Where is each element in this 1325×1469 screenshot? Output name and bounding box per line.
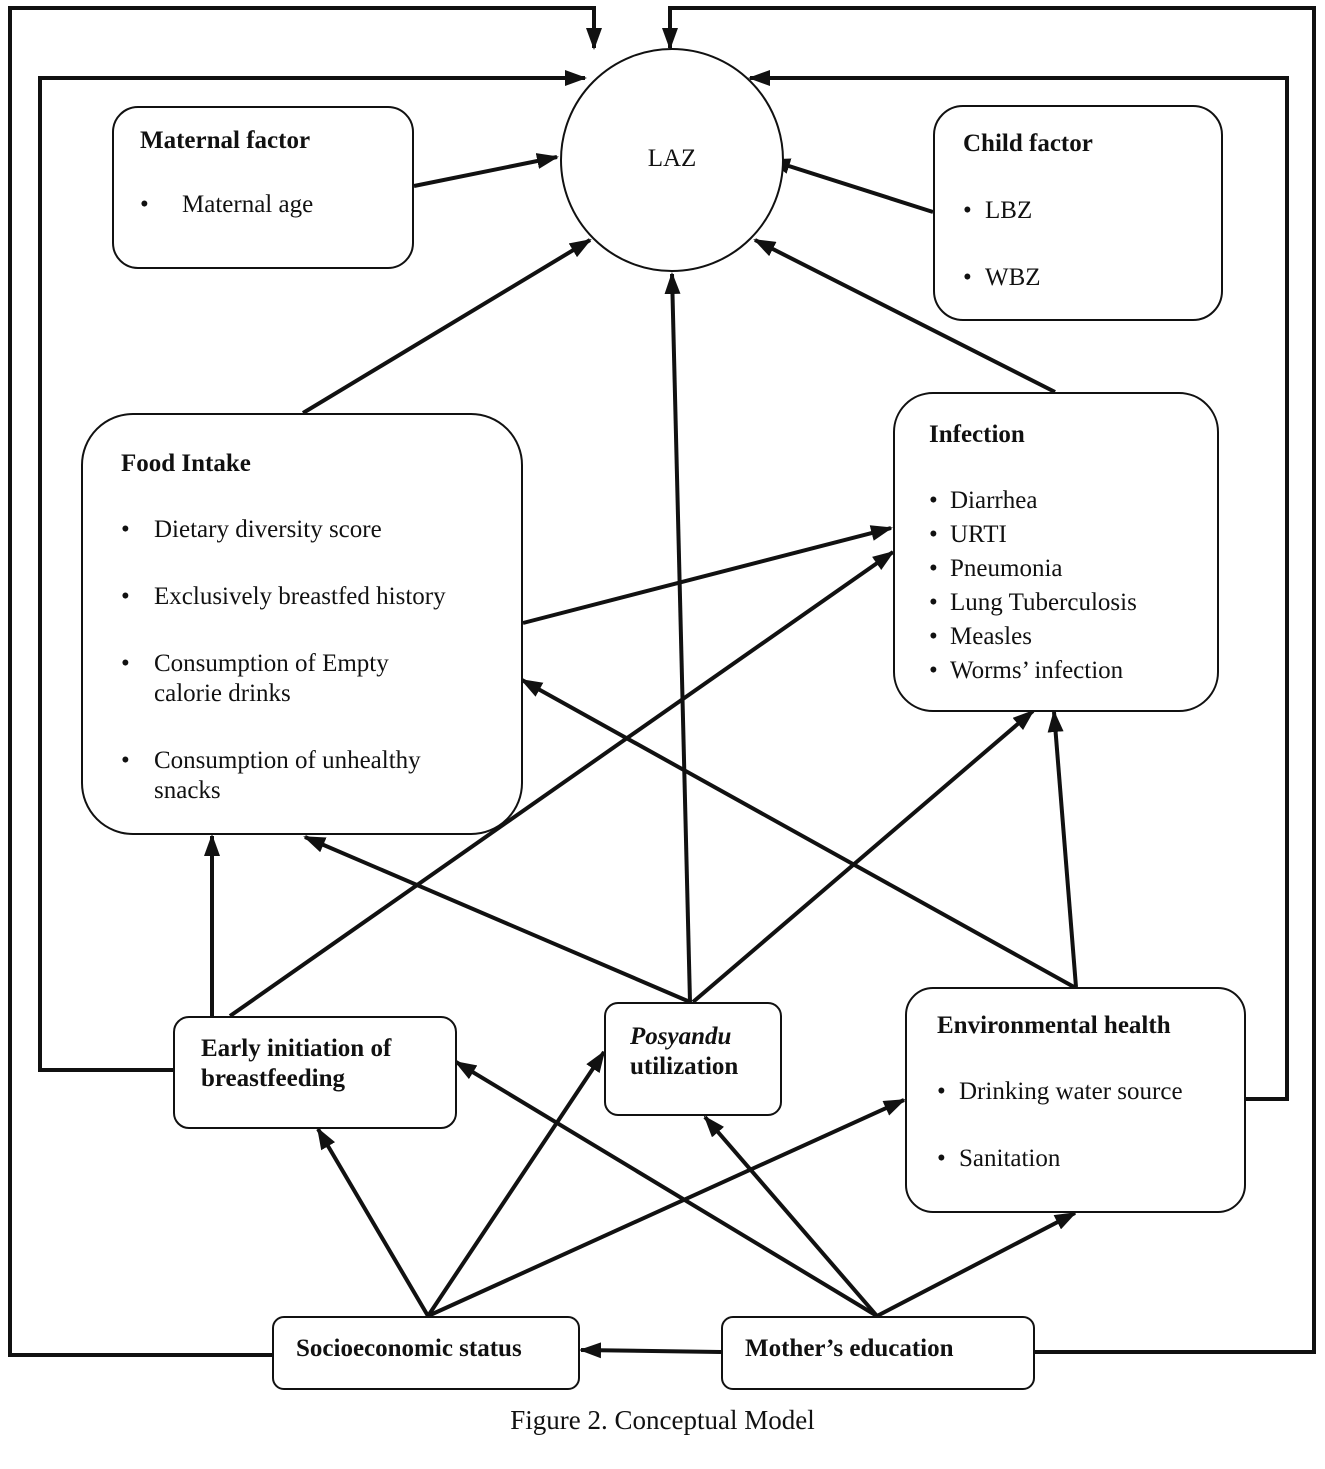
figure-caption: Figure 2. Conceptual Model bbox=[510, 1405, 815, 1435]
infection-item-diarrhea: Diarrhea bbox=[929, 486, 1217, 516]
infection-item-worms: Worms’ infection bbox=[929, 656, 1217, 686]
env-item-drinking-water: Drinking water source bbox=[937, 1077, 1244, 1107]
arrow-early-to-laz bbox=[38, 70, 587, 1072]
infection-item-pneumonia: Pneumonia bbox=[929, 554, 1217, 584]
mothers-education-title: Mother’s education bbox=[745, 1335, 954, 1362]
food-item-empty-calorie-drinks: Consumption of Empty calorie drinks bbox=[121, 649, 521, 709]
maternal-factor-box: Maternal factor Maternal age bbox=[112, 106, 414, 269]
maternal-age-item: Maternal age bbox=[140, 190, 412, 220]
infection-item-urti: URTI bbox=[929, 520, 1217, 550]
laz-label: LAZ bbox=[647, 145, 697, 172]
arrow-infection-to-laz bbox=[753, 238, 1056, 394]
environmental-health-box: Environmental health Drinking water sour… bbox=[905, 987, 1246, 1213]
arrow-early-to-infection bbox=[228, 550, 895, 1018]
arrow-ses-to-env bbox=[427, 1098, 906, 1318]
mothers-education-box: Mother’s education bbox=[721, 1316, 1035, 1390]
arrow-ses-to-posyandu bbox=[426, 1050, 606, 1318]
arrow-env-to-laz bbox=[748, 70, 1289, 1101]
posyandu-title-italic: Posyandu bbox=[630, 1023, 732, 1050]
arrow-posyandu-to-infection bbox=[691, 709, 1035, 1004]
arrow-ses-to-early bbox=[316, 1127, 430, 1318]
arrow-food-to-laz bbox=[301, 238, 592, 415]
arrow-food-to-infection bbox=[522, 525, 893, 625]
food-item-dietary-diversity: Dietary diversity score bbox=[121, 515, 521, 545]
food-item-empty-calorie-line2: calorie drinks bbox=[154, 680, 291, 707]
arrow-posyandu-to-food bbox=[303, 835, 691, 1004]
posyandu-title-rest: utilization bbox=[630, 1053, 739, 1080]
child-factor-title: Child factor bbox=[963, 130, 1093, 157]
infection-box: Infection Diarrhea URTI Pneumonia Lung T… bbox=[893, 392, 1219, 712]
socioeconomic-status-box: Socioeconomic status bbox=[272, 1316, 580, 1390]
env-item-sanitation: Sanitation bbox=[937, 1144, 1244, 1174]
arrow-mother-to-laz bbox=[662, 6, 1316, 1354]
wbz-item: WBZ bbox=[963, 263, 1221, 293]
arrow-child-to-laz bbox=[768, 158, 934, 214]
early-initiation-box: Early initiation of breastfeeding bbox=[173, 1016, 457, 1129]
food-item-unhealthy-snacks-line1: Consumption of unhealthy bbox=[154, 747, 421, 774]
environmental-health-title: Environmental health bbox=[937, 1012, 1171, 1039]
child-factor-box: Child factor LBZ WBZ bbox=[933, 105, 1223, 321]
food-item-unhealthy-snacks: Consumption of unhealthy snacks bbox=[121, 746, 521, 806]
lbz-item: LBZ bbox=[963, 196, 1221, 226]
infection-title: Infection bbox=[929, 421, 1025, 448]
arrow-mother-to-posyandu bbox=[703, 1115, 879, 1318]
arrow-posyandu-to-laz bbox=[664, 272, 692, 1003]
early-initiation-title-line2: breastfeeding bbox=[201, 1065, 345, 1092]
arrow-env-to-infection bbox=[1047, 710, 1078, 988]
arrow-maternal-to-laz bbox=[413, 153, 559, 188]
infection-item-measles: Measles bbox=[929, 622, 1217, 652]
food-intake-box: Food Intake Dietary diversity score Excl… bbox=[81, 413, 523, 835]
socioeconomic-status-title: Socioeconomic status bbox=[296, 1335, 522, 1362]
maternal-factor-title: Maternal factor bbox=[140, 127, 311, 154]
food-item-exclusive-breastfeeding: Exclusively breastfed history bbox=[121, 582, 521, 612]
food-item-unhealthy-snacks-line2: snacks bbox=[154, 777, 221, 804]
laz-node: LAZ bbox=[560, 48, 784, 272]
arrow-mother-to-early bbox=[454, 1060, 879, 1318]
early-initiation-title-line1: Early initiation of bbox=[201, 1035, 392, 1062]
food-item-empty-calorie-line1: Consumption of Empty bbox=[154, 650, 389, 677]
posyandu-box: Posyandu utilization bbox=[604, 1002, 782, 1116]
arrow-mother-to-env bbox=[876, 1211, 1077, 1318]
food-intake-title: Food Intake bbox=[121, 450, 251, 477]
arrow-mother-to-ses bbox=[579, 1342, 722, 1359]
arrow-env-to-food bbox=[520, 678, 1075, 989]
arrow-ses-to-laz bbox=[8, 6, 602, 1357]
infection-item-lung-tb: Lung Tuberculosis bbox=[929, 588, 1217, 618]
